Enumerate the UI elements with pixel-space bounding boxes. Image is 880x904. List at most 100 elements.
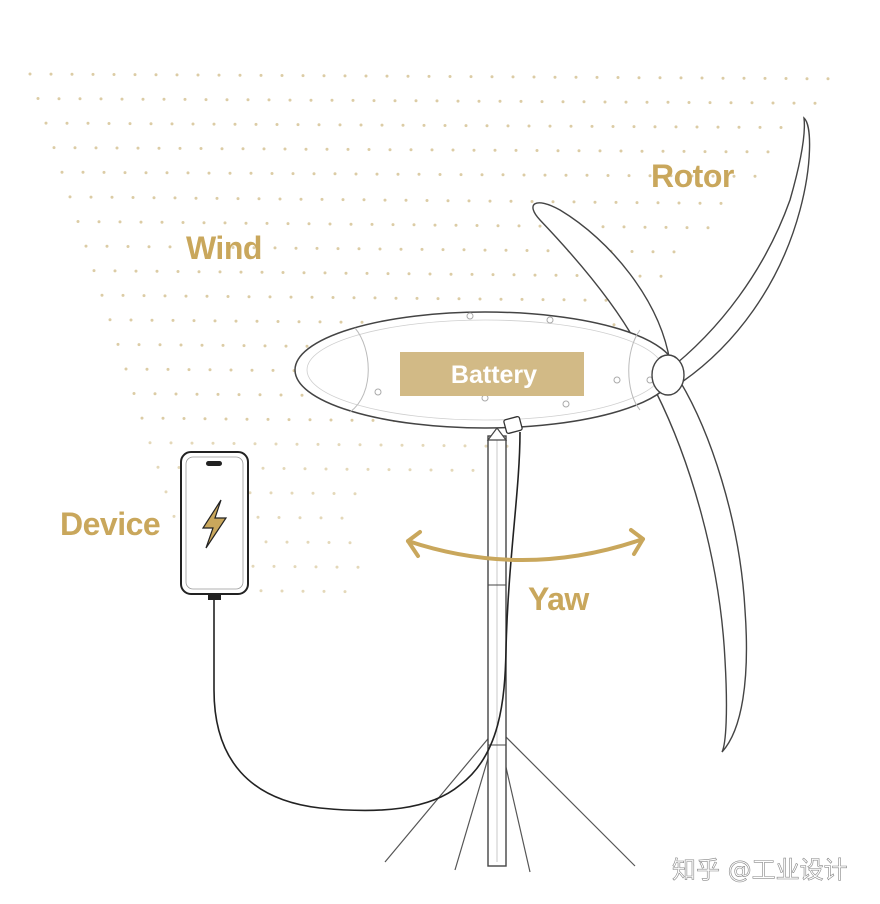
- wind-dot: [272, 564, 276, 568]
- wind-dot: [349, 222, 353, 226]
- yaw-label: Yaw: [528, 581, 589, 617]
- wind-dot: [370, 222, 374, 226]
- wind-dot: [585, 173, 589, 177]
- wind-dot: [57, 97, 61, 101]
- wind-dot: [108, 318, 112, 322]
- wind-dot: [365, 271, 369, 275]
- wind-dot: [137, 343, 141, 347]
- wind-dot: [645, 100, 649, 104]
- wind-dot: [155, 269, 159, 273]
- wind-dot: [648, 174, 652, 178]
- wind-dot: [708, 101, 712, 105]
- wind-dot: [221, 343, 225, 347]
- wind-dot: [252, 246, 256, 250]
- wind-dot: [745, 150, 749, 154]
- wind-dot: [375, 172, 379, 176]
- wind-dot: [73, 146, 77, 150]
- wind-dot: [401, 123, 405, 127]
- wind-dot: [582, 100, 586, 104]
- wind-dot: [246, 98, 250, 102]
- wind-dot: [679, 76, 683, 80]
- rotor-blade-left: [532, 202, 671, 373]
- wind-dot: [404, 198, 408, 202]
- wind-dot: [205, 294, 209, 298]
- wind-dot: [263, 344, 267, 348]
- wind-dot: [121, 293, 125, 297]
- wind-dot: [259, 589, 263, 593]
- wind-dot: [454, 223, 458, 227]
- wind-dot: [204, 98, 208, 102]
- wind-dot: [160, 220, 164, 224]
- wind-dot: [328, 222, 332, 226]
- wind-dot: [129, 318, 133, 322]
- wind-dot: [238, 73, 242, 77]
- wind-dot: [211, 441, 215, 445]
- wind-dot: [258, 393, 262, 397]
- wind-dot: [446, 199, 450, 203]
- wind-dot: [659, 274, 663, 278]
- wind-dot: [199, 147, 203, 150]
- wind-dot: [450, 468, 454, 472]
- wind-dot: [316, 442, 320, 446]
- wind-dot: [472, 148, 476, 152]
- wind-dot: [282, 467, 286, 470]
- wind-dot: [356, 565, 360, 569]
- wind-dot: [165, 171, 169, 175]
- wind-dot: [283, 147, 287, 151]
- wind-dot: [102, 170, 106, 174]
- wind-dot: [92, 269, 96, 273]
- wind-dot: [203, 417, 207, 421]
- wind-dot: [126, 245, 130, 248]
- wind-dot: [409, 148, 413, 152]
- wind-dot: [335, 565, 339, 569]
- wind-dot: [562, 298, 566, 302]
- wind-dot: [352, 296, 356, 300]
- wind-dot: [372, 99, 376, 103]
- wind-dot: [664, 225, 668, 229]
- wind-dot: [343, 74, 347, 78]
- wind-dot: [333, 172, 337, 176]
- wind-dot: [546, 249, 550, 253]
- wind-dot: [241, 147, 245, 151]
- wind-dot: [532, 75, 536, 79]
- wind-dot: [320, 197, 324, 201]
- wind-dot: [195, 392, 199, 396]
- wind-dot: [187, 368, 191, 372]
- wind-dot: [540, 100, 544, 104]
- wind-dot: [183, 97, 187, 101]
- wind-dot: [561, 100, 565, 104]
- wind-dot: [763, 76, 767, 80]
- wind-dot: [421, 443, 425, 447]
- wind-dot: [593, 200, 597, 204]
- wind-dot: [229, 368, 233, 372]
- wind-dot: [522, 173, 526, 177]
- wind-dot: [407, 272, 411, 276]
- wind-dot: [265, 221, 269, 225]
- wind-dot: [289, 295, 293, 299]
- wind-dot: [94, 146, 98, 150]
- wind-dot: [76, 220, 80, 223]
- wind-dot: [698, 201, 702, 205]
- wind-dot: [469, 75, 473, 79]
- wind-dot: [364, 74, 368, 78]
- wind-dot: [197, 270, 201, 274]
- wind-dot: [236, 197, 240, 201]
- wind-dot: [110, 195, 114, 199]
- wind-dot: [371, 418, 375, 422]
- wind-dot: [506, 124, 510, 128]
- device-label: Device: [60, 506, 160, 542]
- wind-dot: [406, 74, 410, 78]
- rotor-label: Rotor: [651, 158, 734, 194]
- wind-dot: [253, 442, 257, 446]
- wind-dot: [177, 466, 181, 469]
- wind-dot: [49, 72, 53, 76]
- wind-dot: [638, 274, 642, 278]
- wind-dot: [182, 417, 186, 420]
- wind-dot: [310, 295, 314, 299]
- wind-dot: [139, 220, 143, 224]
- wind-dot: [299, 197, 303, 201]
- wind-dot: [311, 491, 315, 495]
- wind-dot: [190, 441, 194, 445]
- wind-dot: [169, 441, 173, 445]
- wind-dot: [161, 416, 165, 420]
